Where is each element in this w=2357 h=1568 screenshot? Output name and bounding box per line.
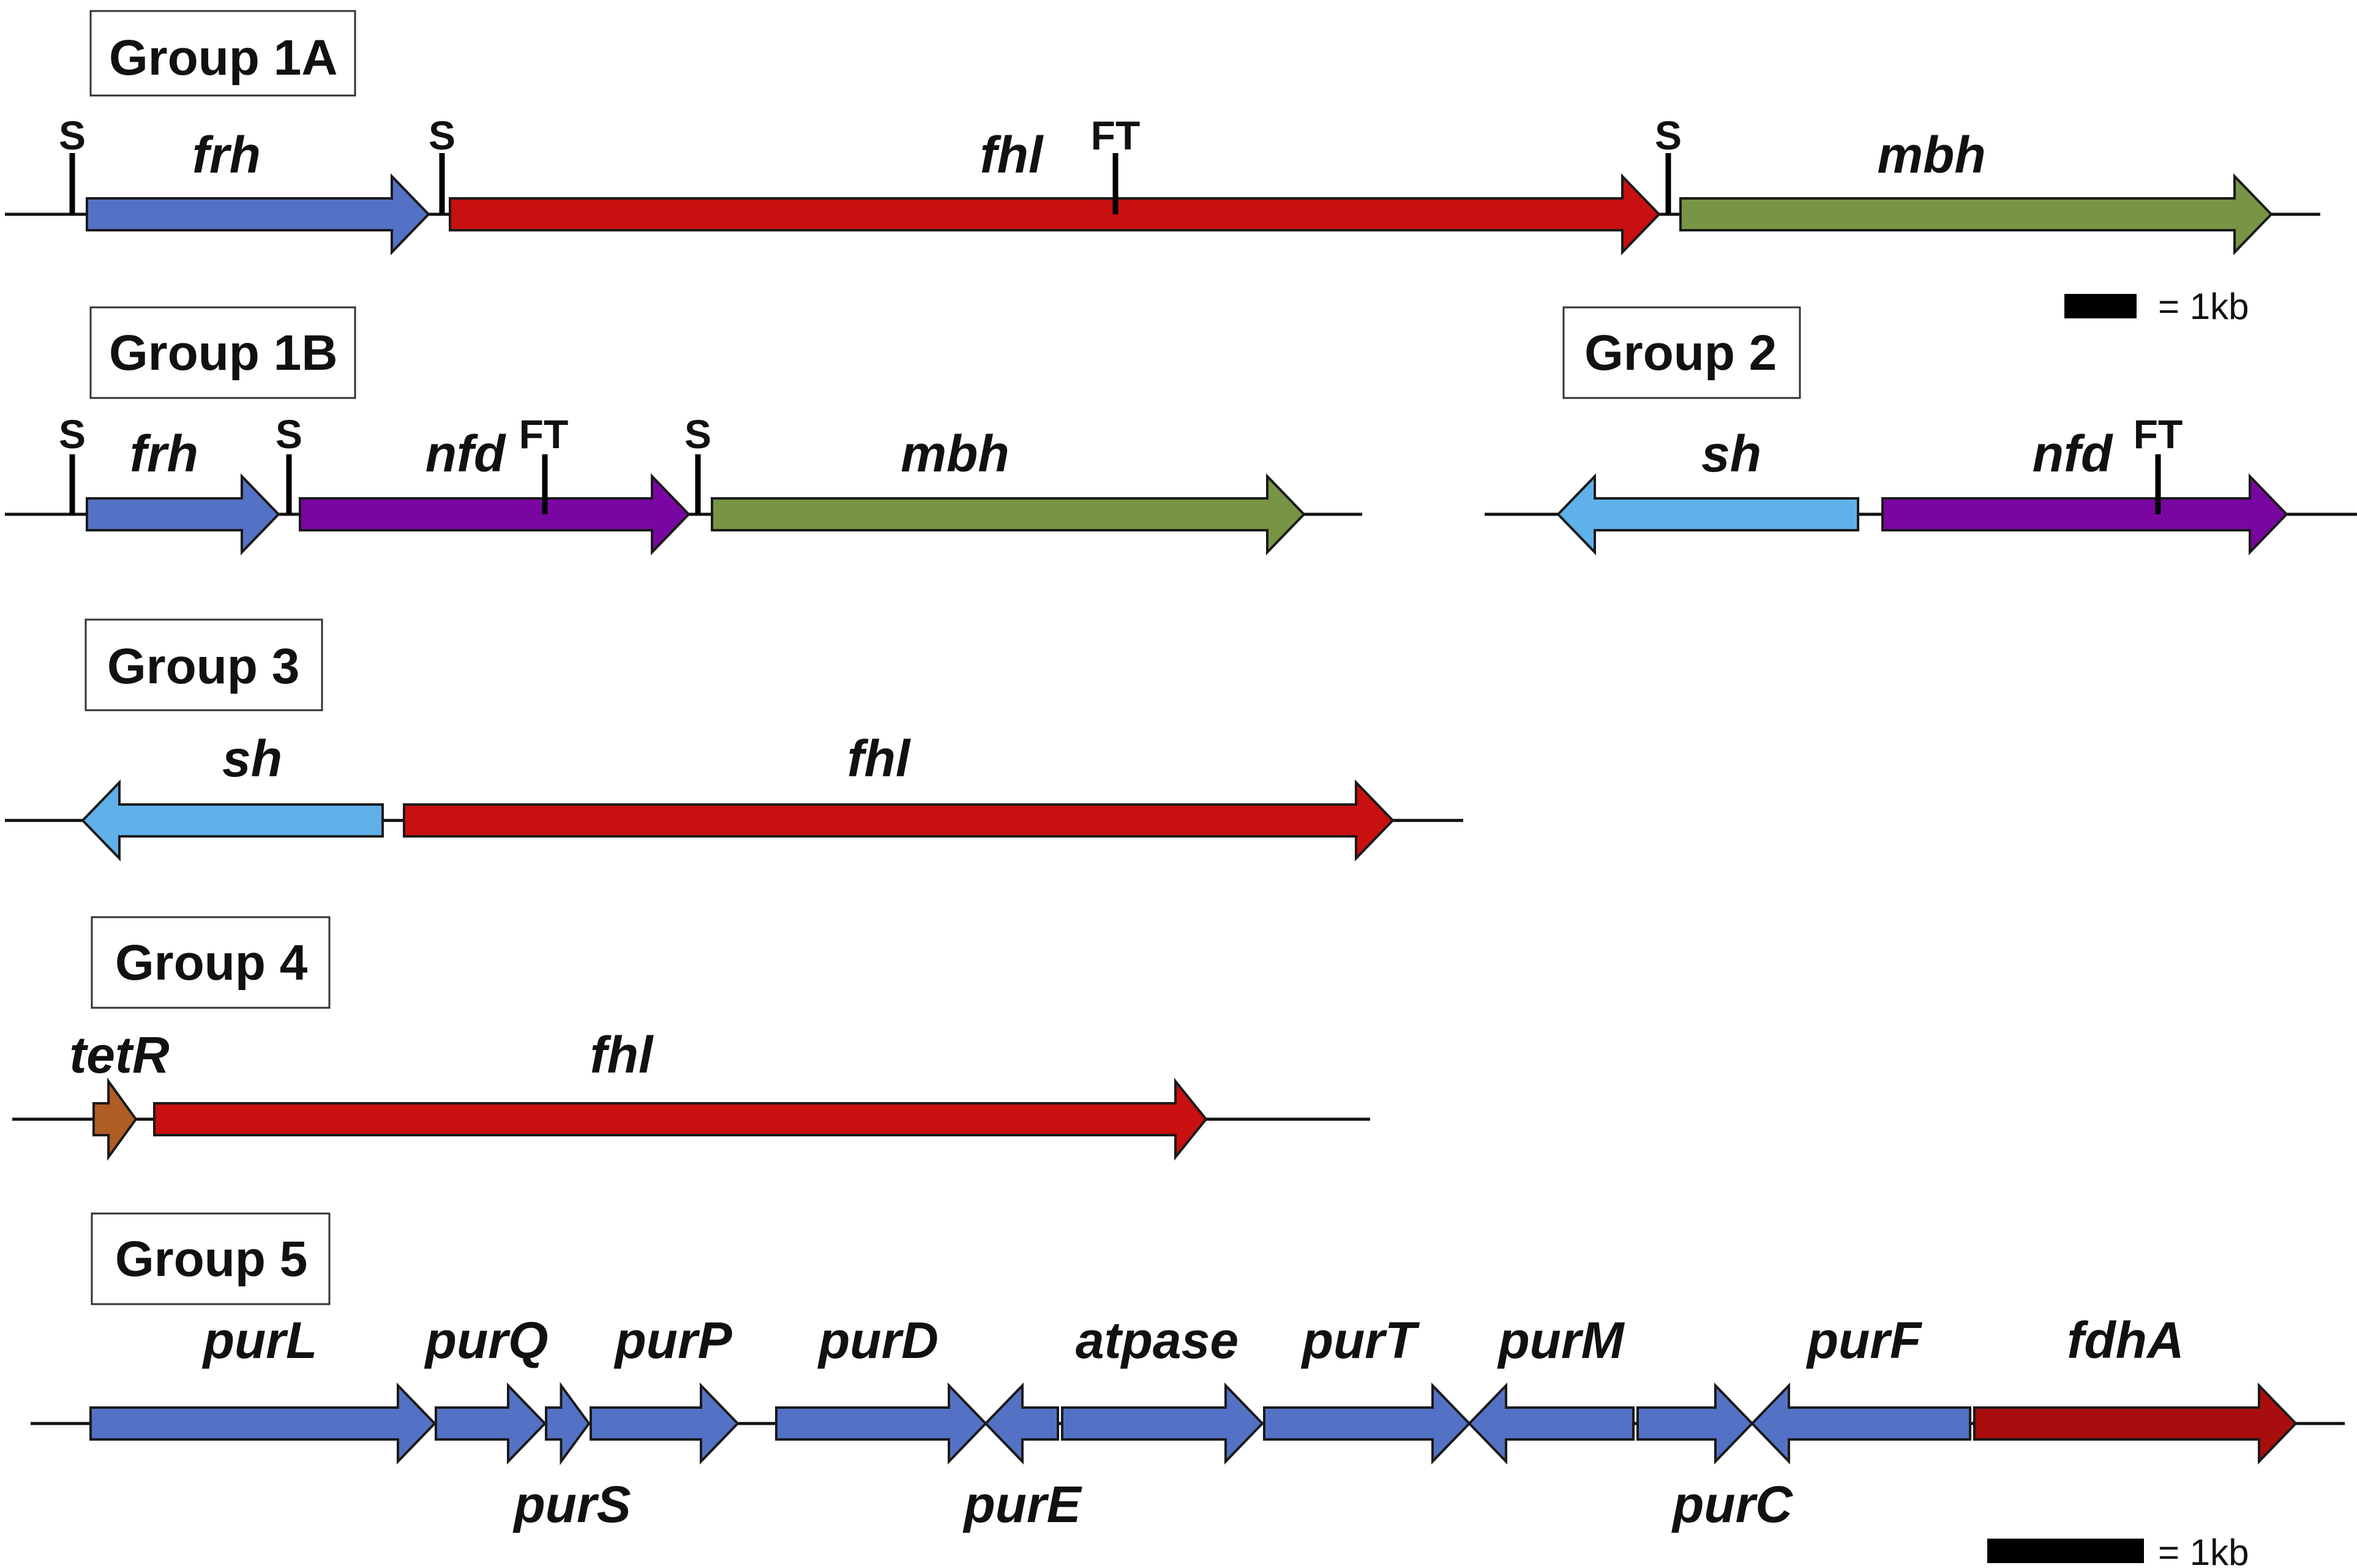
- scale-bar-top: [2064, 294, 2137, 318]
- group-1b-gene-nfd-arrow: [299, 473, 691, 555]
- group-1a-marker-s-label: S: [1655, 113, 1682, 158]
- group-5-gene-purE-arrow: [984, 1382, 1059, 1465]
- group-5-gene-purF-arrow: [1750, 1382, 1971, 1465]
- group-5-label-box: [91, 1212, 331, 1305]
- group-1b-gene-mbh-arrow: [711, 473, 1306, 555]
- group-1a-marker-s-label: S: [59, 113, 86, 158]
- group-5-label: Group 5: [115, 1231, 307, 1287]
- group-1b-gene-frh-label: frh: [130, 425, 198, 482]
- group-2-label: Group 2: [1584, 325, 1777, 381]
- group-3-gene-fhl-label: fhl: [847, 730, 911, 787]
- group-label-layer: Group 1A Group 1B Group 2 Group 3 Group 4 Gro…: [84, 10, 1801, 1305]
- group-5-gene-purP-arrow: [590, 1382, 740, 1465]
- group-5-gene-purC-label: purC: [1671, 1476, 1793, 1533]
- scale-bar-top-label: = 1kb: [2158, 286, 2249, 327]
- group-1a-label-box: [89, 10, 356, 97]
- group-1b-marker-s-label: S: [59, 411, 86, 457]
- group-1b-marker-s-label: S: [275, 411, 302, 457]
- group-4-label: Group 4: [115, 935, 308, 991]
- group-3-gene-sh-label: sh: [222, 730, 282, 787]
- group-1a-gene-frh-label: frh: [192, 126, 261, 184]
- group-5-gene-purS-label: purS: [512, 1476, 631, 1533]
- group-1b-label: Group 1B: [109, 325, 338, 381]
- group-5-gene-purD-arrow: [775, 1382, 987, 1465]
- group-5-gene-purQ-label: purQ: [424, 1311, 549, 1369]
- group-5-gene-atpase-label: atpase: [1076, 1311, 1238, 1369]
- group-4-label-box: [91, 916, 331, 1009]
- group-2-gene-sh-arrow: [1556, 473, 1859, 555]
- scale-bar-bottom: [1987, 1539, 2144, 1563]
- group-4-gene-tetR-arrow: [92, 1077, 138, 1161]
- group-1a-gene-mbh-label: mbh: [1877, 126, 1985, 184]
- group-5-gene-purF-label: purF: [1806, 1311, 1923, 1369]
- group-3-gene-sh-arrow: [81, 779, 384, 861]
- group-5-gene-purS-arrow: [545, 1381, 591, 1466]
- group-1b-gene-mbh-label: mbh: [901, 425, 1009, 482]
- gene-layer: frh fhl mbh frh nfd mbh sh nfd sh fhl tetR fhl purL p…: [69, 126, 2298, 1533]
- group-3-gene-fhl-arrow: [403, 779, 1395, 861]
- group-1b-gene-nfd-label: nfd: [425, 425, 506, 482]
- group-5-gene-purQ-arrow: [435, 1382, 547, 1465]
- group-1a-gene-fhl-arrow: [449, 173, 1661, 255]
- group-4-gene-tetR-label: tetR: [69, 1026, 170, 1084]
- group-5-gene-purP-label: purP: [613, 1311, 732, 1369]
- group-5-gene-atpase-arrow: [1061, 1382, 1264, 1465]
- group-5-gene-purD-label: purD: [817, 1311, 939, 1369]
- group-5-gene-purT-arrow: [1263, 1382, 1471, 1465]
- group-5-gene-purE-label: purE: [962, 1476, 1082, 1533]
- group-1a-marker-s-label: S: [429, 113, 455, 158]
- marker-layer: S S FT S S S FT S FT: [59, 113, 2183, 514]
- group-2-gene-nfd-label: nfd: [2033, 425, 2113, 482]
- group-1a-gene-fhl-label: fhl: [980, 126, 1044, 184]
- group-1b-marker-ft-label: FT: [519, 411, 569, 457]
- scale-bar-bottom-label: = 1kb: [2158, 1532, 2249, 1568]
- group-5-gene-purL-arrow: [89, 1382, 437, 1465]
- group-3-label-box: [84, 618, 323, 711]
- group-1b-gene-frh-arrow: [86, 473, 280, 555]
- group-1a-marker-ft-label: FT: [1091, 113, 1141, 158]
- group-5-gene-purL-label: purL: [202, 1311, 318, 1369]
- group-1b-label-box: [89, 306, 356, 399]
- group-2-gene-sh-label: sh: [1701, 425, 1761, 482]
- group-2-gene-nfd-arrow: [1881, 473, 2288, 555]
- group-3-label: Group 3: [107, 639, 299, 694]
- group-1a-gene-mbh-arrow: [1679, 173, 2273, 255]
- group-2-label-box: [1562, 306, 1801, 399]
- group-1a-label: Group 1A: [109, 30, 338, 86]
- group-1b-marker-s-label: S: [684, 411, 711, 457]
- group-5-gene-purM-label: purM: [1497, 1311, 1625, 1369]
- group-4-gene-fhl-label: fhl: [590, 1026, 654, 1084]
- group-2-marker-ft-label: FT: [2134, 411, 2183, 457]
- group-1a-gene-frh-arrow: [86, 173, 430, 255]
- group-5-gene-fdhA-label: fdhA: [2067, 1311, 2184, 1369]
- group-5-gene-fdhA-arrow: [1973, 1382, 2298, 1465]
- group-5-gene-purT-label: purT: [1301, 1311, 1420, 1369]
- scale-bar-layer: = 1kb = 1kb: [1987, 286, 2249, 1568]
- group-5-gene-purC-arrow: [1636, 1382, 1754, 1465]
- group-4-gene-fhl-arrow: [153, 1078, 1208, 1161]
- group-5-gene-purM-arrow: [1467, 1382, 1635, 1465]
